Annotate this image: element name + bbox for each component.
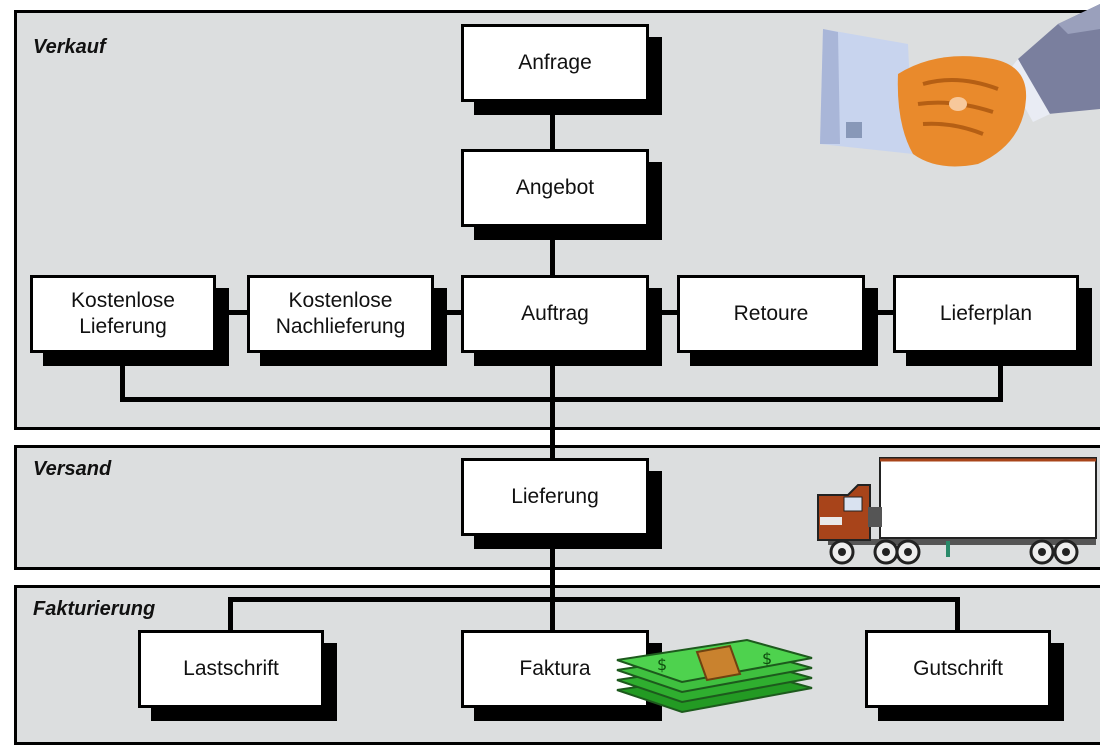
money-stack-icon: $ $ (616, 638, 813, 714)
node-kostenlose-lieferung: Kostenlose Lieferung (30, 275, 216, 353)
node-retoure: Retoure (677, 275, 865, 353)
node-lieferplan: Lieferplan (893, 275, 1079, 353)
node-angebot-label: Angebot (515, 175, 595, 199)
section-label-verkauf: Verkauf (33, 36, 106, 58)
handshake-icon (820, 4, 1100, 167)
node-lastschrift: Lastschrift (138, 630, 324, 708)
connector-billing-horizontal (228, 597, 960, 602)
node-kostenlose-nachlieferung-line1: Kostenlose (288, 288, 393, 312)
node-faktura-label: Faktura (519, 656, 591, 680)
connector-right-drop (998, 350, 1003, 402)
node-angebot: Angebot (461, 149, 649, 227)
node-anfrage: Anfrage (461, 24, 649, 102)
node-gutschrift-label: Gutschrift (913, 656, 1003, 680)
connector-left-drop (120, 350, 125, 402)
node-lieferung: Lieferung (461, 458, 649, 536)
connector-billing-left-drop (228, 597, 233, 637)
node-kostenlose-nachlieferung: Kostenlose Nachlieferung (247, 275, 434, 353)
truck-icon (817, 457, 1097, 565)
node-lieferung-label: Lieferung (511, 484, 599, 508)
connector-main-vertical (550, 100, 555, 660)
svg-text:$: $ (657, 655, 667, 674)
node-auftrag: Auftrag (461, 275, 649, 353)
node-auftrag-label: Auftrag (521, 301, 589, 325)
section-label-fakturierung: Fakturierung (33, 598, 156, 620)
node-gutschrift: Gutschrift (865, 630, 1051, 708)
node-lieferplan-label: Lieferplan (939, 301, 1033, 325)
connector-bottom-horizontal (120, 397, 1003, 402)
section-label-versand: Versand (33, 458, 112, 480)
node-lastschrift-label: Lastschrift (183, 656, 279, 680)
node-kostenlose-lieferung-line1: Kostenlose (71, 288, 175, 312)
node-kostenlose-nachlieferung-line2: Nachlieferung (275, 315, 406, 338)
node-faktura: Faktura (461, 630, 649, 708)
node-anfrage-label: Anfrage (518, 50, 592, 74)
node-retoure-label: Retoure (733, 301, 809, 325)
connector-billing-right-drop (955, 597, 960, 637)
svg-text:$: $ (762, 649, 772, 668)
node-kostenlose-lieferung-line2: Lieferung (79, 315, 167, 338)
